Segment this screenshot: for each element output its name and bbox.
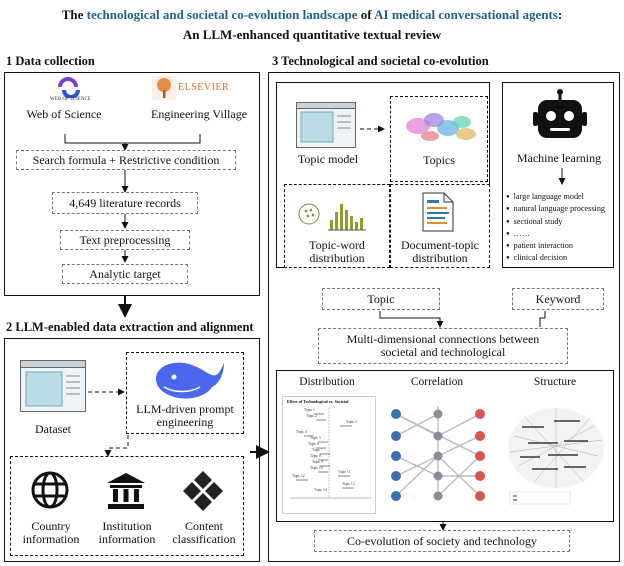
source-engineering-village: Engineering Village [150,107,248,121]
ml-item: sectional study [506,216,605,228]
doc-topic-label-1: Document-topic [401,238,479,252]
mini-chart-title: Effect of Technological vs. Societal [287,399,349,404]
content-classification-label: Content classification [166,520,242,546]
llm-engine-label-1: LLM-driven prompt [136,402,234,416]
structure-header: Structure [533,376,577,388]
mini-chart-topic-label: Topic 9 [312,460,323,464]
connections-box: Multi-dimensional connections between so… [318,328,568,364]
analysis-panel [276,370,614,522]
wos-logo-text: WEB OF SCIENCE [50,97,91,102]
section3-panel [268,72,620,562]
keyword-box: Keyword [512,288,604,310]
distribution-header: Distribution [299,376,355,388]
web-of-science-logo [58,77,80,98]
dataset-window-icon [20,360,86,412]
mini-chart-topic-label: Topic 6 [308,442,319,446]
mini-chart-topic-label: Topic 8 [310,454,321,458]
structure-keyword-network [508,408,604,505]
globe-icon [31,471,69,509]
section3-heading: 3 Technological and societal co-evolutio… [272,54,489,68]
topic-word-label-2: distribution [309,251,365,265]
step-literature-records: 4,649 literature records [52,192,198,214]
institution-icon [107,473,145,509]
figure-subtitle: An LLM-enhanced quantitative textual rev… [182,27,442,42]
title-highlight-2: AI medical conversational agents [374,7,558,22]
connections-label-2: societal and technological [380,345,506,359]
doc-topic-label-2: distribution [412,251,468,265]
llm-engine-label-2: engineering [156,415,214,429]
distribution-plot-marks [290,408,372,499]
country-label-2: information [22,532,80,546]
correlation-header: Correlation [410,376,464,388]
institution-label-2: information [98,532,156,546]
mini-chart-topic-label: Topic 10 [310,466,323,470]
title-part: The [61,7,87,22]
section2-heading: 2 LLM-enabled data extraction and alignm… [6,320,254,334]
title-highlight-1: technological and societal co-evolution … [86,7,358,22]
mini-chart-topic-label: Topic 1 [304,408,315,412]
title-part: : [557,7,563,22]
mini-chart-topic-label: Topic 5 [310,436,321,440]
deepseek-whale-icon [156,362,224,399]
step-search-formula: Search formula + Restrictive condition [16,150,236,170]
machine-learning-panel [502,82,614,268]
ml-item: natural language processing [506,203,605,215]
elsevier-tree-logo [152,76,176,100]
topics-label: Topics [423,153,455,167]
institution-label-1: Institution [102,519,152,533]
robot-icon [533,89,587,138]
topic-model-label: Topic model [297,152,359,166]
topic-word-icons [298,203,366,231]
topic-box: Topic [322,288,440,310]
country-information-label: Country information [18,520,84,546]
figure-title: The technological and societal co-evolut… [0,6,624,24]
mini-chart-topic-label: Topic 7 [312,448,323,452]
ml-item: …… [506,228,605,240]
mini-chart-topic-label: Topic 14 [314,488,327,492]
mini-chart-topic-label: Topic 12 [292,474,305,478]
content-label-1: Content [185,519,223,533]
ml-item: large language model [506,191,605,203]
co-evolution-box: Co-evolution of society and technology [314,530,570,552]
step-text-preprocessing: Text preprocessing [60,230,190,250]
connections-label-1: Multi-dimensional connections between [346,332,540,346]
mini-chart-topic-label: Topic 2 [306,414,317,418]
topic-model-window-icon [296,102,356,148]
title-part: of [357,7,375,22]
section1-panel [4,72,260,296]
topics-box: Topics [390,96,488,182]
institution-information-label: Institution information [92,520,162,546]
document-icon [422,192,454,232]
mini-chart-topic-label: Topic 11 [338,470,351,474]
mini-chart-topic-label: Topic 13 [342,482,355,486]
mini-chart-topic-label: Topic 4 [296,430,307,434]
diamond-grid-icon [183,471,223,511]
section1-heading: 1 Data collection [6,54,95,68]
mini-chart-topic-label: Topic 3 [346,420,357,424]
ml-item: clinical decision [506,252,605,264]
ml-item: patient interaction [506,240,605,252]
topic-word-label-1: Topic-word [309,238,365,252]
source-web-of-science: Web of Science [26,107,102,121]
step-analytic-target: Analytic target [62,264,188,284]
section2-panel [4,338,260,562]
topic-cluster-scatter [406,113,476,141]
dataset-label: Dataset [35,422,71,436]
machine-learning-label: Machine learning [516,151,602,165]
elsevier-logo-text: ELSEVIER [178,82,230,93]
ml-keyword-list: large language model natural language pr… [506,191,605,265]
content-label-2: classification [172,532,236,546]
correlation-network [391,406,485,501]
country-label-1: Country [31,519,71,533]
